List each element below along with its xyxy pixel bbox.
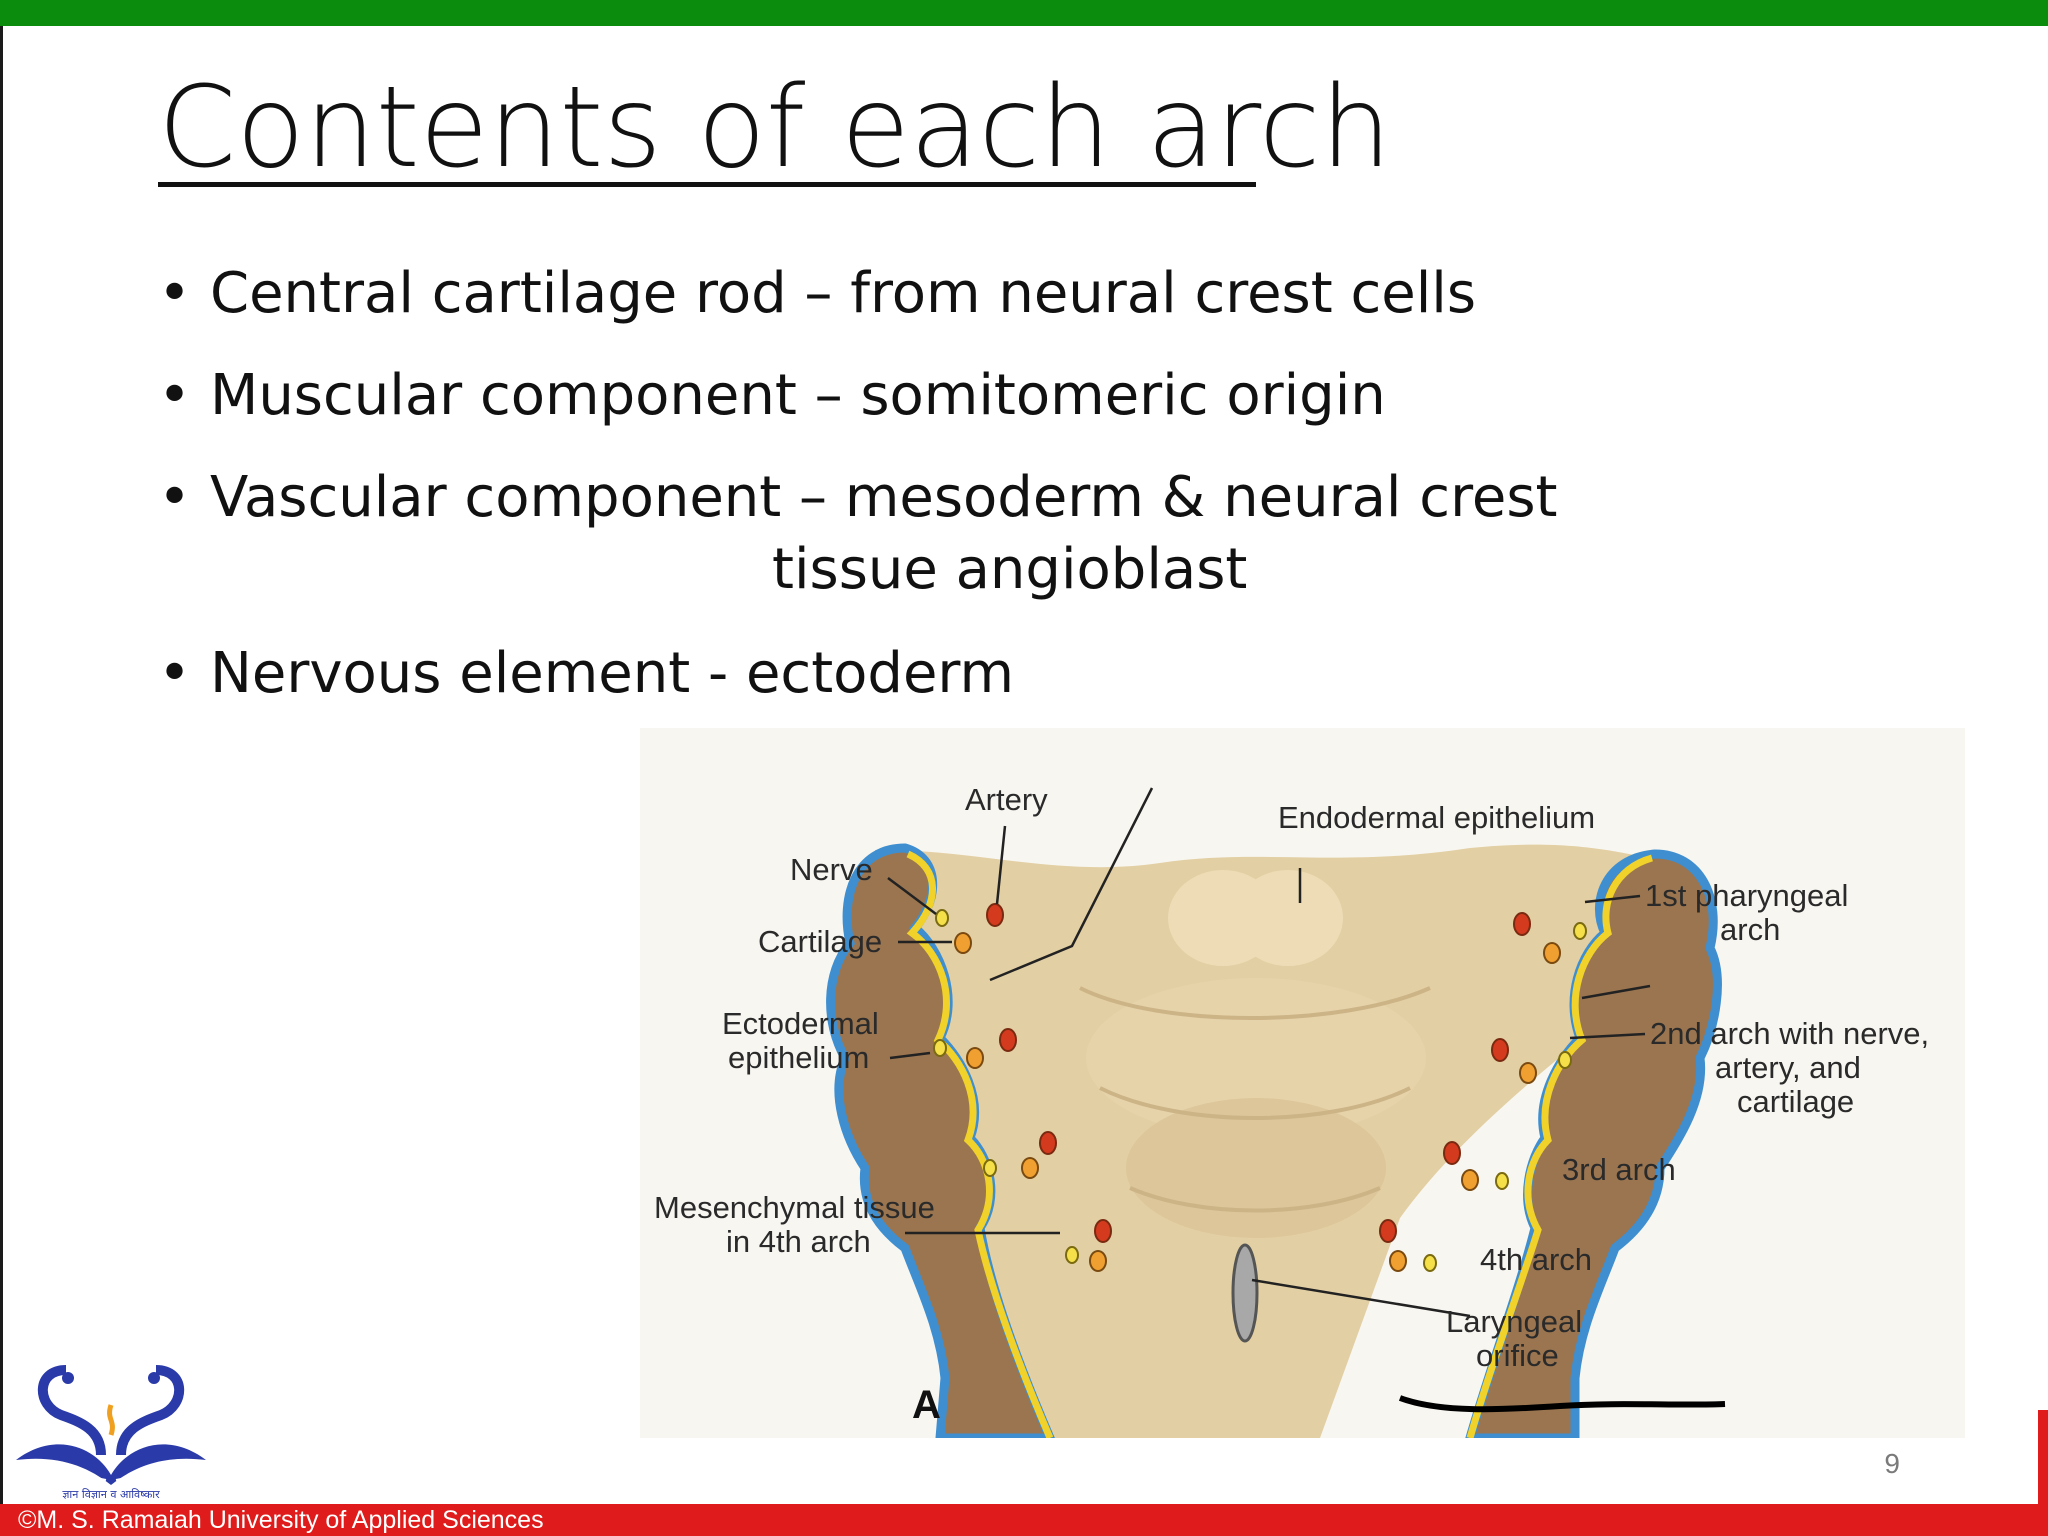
label-laryngeal-line1: Laryngeal <box>1446 1304 1582 1339</box>
left-arch-column <box>826 843 1055 1438</box>
label-second-arch-line2: artery, and <box>1715 1050 1861 1085</box>
label-laryngeal-line2: orifice <box>1476 1338 1559 1373</box>
bullet-text: Muscular component – somitomeric origin <box>210 363 1386 428</box>
slide-title: Contents of each arch <box>158 63 1392 193</box>
footer-bar <box>0 1504 2048 1536</box>
bullet-item: • Muscular component – somitomeric origi… <box>158 360 1557 432</box>
bullet-item: • Nervous element - ectoderm <box>158 638 1557 710</box>
bullet-text: Nervous element - ectoderm <box>210 641 1015 706</box>
laryngeal-orifice-shape <box>1231 1243 1259 1343</box>
university-logo: ज्ञान विज्ञान व आविष्कार <box>16 1365 206 1501</box>
title-underline <box>158 182 1256 187</box>
pharynx-floor <box>875 844 1650 1438</box>
bullet-item: • Central cartilage rod – from neural cr… <box>158 258 1557 330</box>
right-arch-column <box>1465 849 1722 1438</box>
footer-accent-tab <box>2038 1410 2048 1506</box>
bullet-marker: • <box>158 641 192 706</box>
bullet-list: • Central cartilage rod – from neural cr… <box>158 258 1557 740</box>
page-number: 9 <box>1884 1448 1900 1479</box>
label-cartilage: Cartilage <box>758 924 882 959</box>
bullet-text: Vascular component – mesoderm & neural c… <box>210 465 1558 530</box>
label-endodermal: Endodermal epithelium <box>1278 800 1595 835</box>
label-first-arch-line2: arch <box>1720 912 1780 947</box>
figure-labels: Artery Nerve Cartilage Ectodermal epithe… <box>654 782 1929 1427</box>
bullet-marker: • <box>158 363 192 428</box>
bullet-marker: • <box>158 465 192 530</box>
panel-letter: A <box>912 1383 941 1427</box>
bullet-continuation: tissue angioblast <box>772 537 1248 602</box>
left-border <box>0 26 3 1506</box>
label-artery: Artery <box>965 782 1048 817</box>
label-mesenchymal-line1: Mesenchymal tissue <box>654 1190 935 1225</box>
pharyngeal-arch-figure: Artery Nerve Cartilage Ectodermal epithe… <box>640 728 1965 1438</box>
label-mesenchymal-line2: in 4th arch <box>726 1224 871 1259</box>
bullet-item: • Vascular component – mesoderm & neural… <box>158 462 1557 606</box>
label-second-arch-line1: 2nd arch with nerve, <box>1650 1016 1929 1051</box>
top-accent-bar <box>0 0 2048 26</box>
label-second-arch-line3: cartilage <box>1737 1084 1854 1119</box>
label-first-arch-line1: 1st pharyngeal <box>1645 878 1848 913</box>
arch-contents-dots <box>933 903 1587 1272</box>
handwritten-underline <box>1398 1395 1726 1413</box>
leader-lines <box>887 787 1651 1318</box>
logo-motto: ज्ञान विज्ञान व आविष्कार <box>62 1488 160 1501</box>
label-fourth-arch: 4th arch <box>1480 1242 1592 1277</box>
label-third-arch: 3rd arch <box>1562 1152 1676 1187</box>
footer-copyright: ©M. S. Ramaiah University of Applied Sci… <box>18 1506 544 1534</box>
label-ectodermal-line1: Ectodermal <box>722 1006 879 1041</box>
bullet-marker: • <box>158 261 192 326</box>
label-nerve: Nerve <box>790 852 873 887</box>
label-ectodermal-line2: epithelium <box>728 1040 869 1075</box>
bullet-text: Central cartilage rod – from neural cres… <box>210 261 1476 326</box>
